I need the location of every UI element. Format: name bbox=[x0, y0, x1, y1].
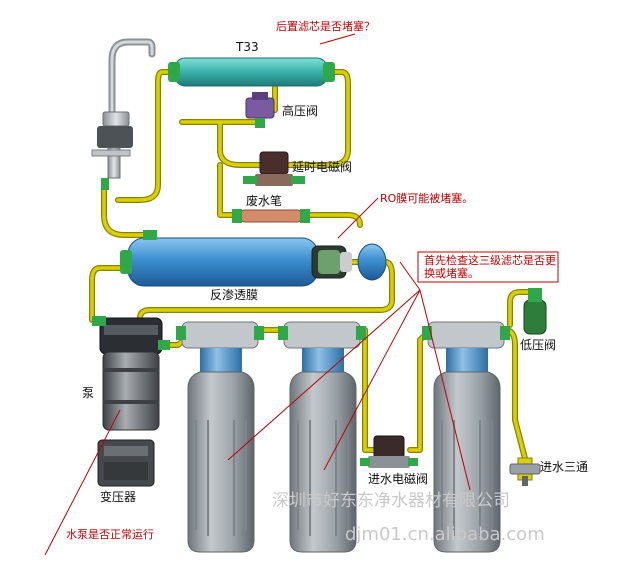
delay-solenoid-label: 延时电磁阀 bbox=[292, 160, 353, 174]
filters-check-note: 首先检查这三级滤芯是否更换或堵塞。 bbox=[424, 254, 556, 280]
watermark-company: 深圳市好东东净水器材有限公司 bbox=[272, 491, 510, 511]
pump-label: 泵 bbox=[82, 386, 95, 400]
delay-solenoid-valve-icon bbox=[243, 151, 305, 186]
inlet-tee-icon bbox=[509, 457, 541, 486]
waste-flow-restrictor-icon bbox=[232, 209, 310, 223]
low-pressure-valve-label: 低压阀 bbox=[520, 338, 557, 352]
post-filter-note: 后置滤芯是否堵塞？ bbox=[276, 20, 375, 33]
faucet-icon bbox=[91, 38, 156, 190]
filter-housing-2-icon bbox=[278, 321, 366, 553]
filter-housing-3-icon bbox=[422, 321, 510, 553]
watermark-site: djm01.cn.alibaba.com bbox=[345, 524, 545, 545]
pump-icon bbox=[92, 316, 170, 431]
ro-blocked-note: RO膜可能被堵塞。 bbox=[380, 192, 474, 205]
high-pressure-valve-label: 高压阀 bbox=[282, 104, 319, 118]
inlet-solenoid-valve-icon bbox=[360, 435, 418, 468]
annotation-pointers bbox=[44, 33, 471, 556]
t33-post-filter bbox=[168, 57, 335, 87]
inlet-tee-label: 进水三通 bbox=[540, 460, 589, 474]
pump-check-note: 水泵是否正常运行 bbox=[66, 528, 154, 541]
ro-membrane-housing bbox=[120, 230, 387, 287]
inlet-solenoid-label: 进水电磁阀 bbox=[368, 472, 429, 486]
transformer-label: 变压器 bbox=[100, 490, 137, 504]
t33-label: T33 bbox=[236, 40, 259, 54]
waste-flow-label: 废水笔 bbox=[246, 194, 283, 208]
ro-membrane-label: 反渗透膜 bbox=[210, 288, 259, 302]
filters-note-box bbox=[417, 251, 559, 283]
high-pressure-valve-icon bbox=[245, 92, 275, 128]
filter-housing-1-icon bbox=[176, 321, 264, 553]
transformer-icon bbox=[97, 439, 155, 487]
low-pressure-valve-icon bbox=[523, 288, 547, 335]
